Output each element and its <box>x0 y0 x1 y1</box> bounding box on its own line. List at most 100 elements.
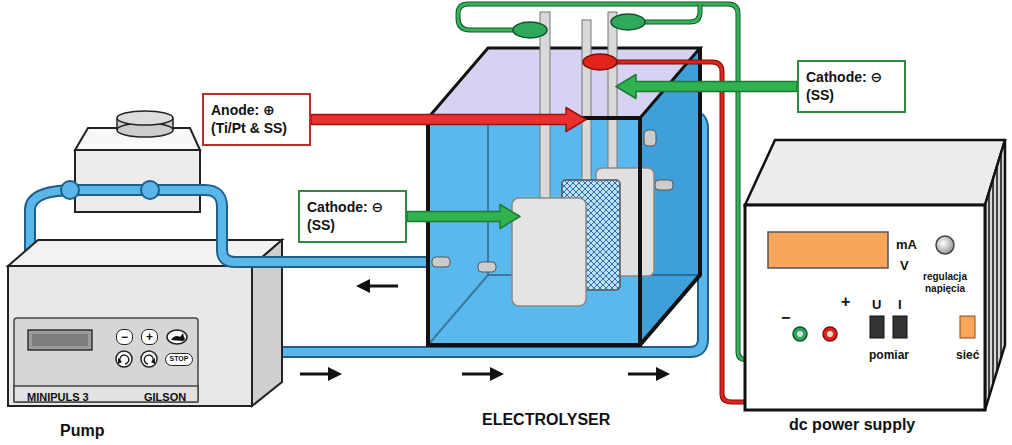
rotate-symbol <box>120 355 129 364</box>
psu-side <box>985 140 1005 410</box>
pump-cap <box>117 111 173 125</box>
label-holder: mA <box>896 235 917 253</box>
psu-top <box>745 140 1005 205</box>
pump-display <box>28 330 92 350</box>
wire-negative <box>642 4 700 22</box>
terminal-sign: + <box>841 292 850 311</box>
psu-fin <box>996 166 998 371</box>
flow-arrow <box>328 367 342 381</box>
cathode-plate <box>512 198 586 306</box>
psu-fin <box>988 192 990 397</box>
label-holder: U <box>872 295 881 313</box>
crocodile-clip <box>583 54 617 70</box>
flow-arrow <box>300 373 330 376</box>
terminal-negative <box>797 331 803 337</box>
callout-arrow <box>407 205 520 229</box>
wire-negative <box>642 4 700 22</box>
terminal-positive <box>827 331 833 337</box>
tank-outline <box>428 118 640 345</box>
electrode-rod <box>608 12 617 172</box>
device-title: Pump <box>60 421 104 440</box>
label-holder: + <box>841 292 850 311</box>
label-holder: V <box>900 256 909 274</box>
rotate-button <box>141 351 157 367</box>
pump-button: STOP <box>165 353 193 366</box>
psu-fin <box>1000 153 1002 358</box>
terminal-negative <box>793 327 807 341</box>
label-holder: Pump <box>60 421 104 440</box>
mains-switch <box>960 316 975 338</box>
tank-outline <box>640 48 700 345</box>
flow-arrow <box>356 279 370 293</box>
psu-fin <box>992 179 994 384</box>
tank-nozzle <box>478 262 496 272</box>
tube <box>75 190 432 262</box>
callout-arrow <box>616 75 797 99</box>
rotate-arrowhead <box>118 358 122 364</box>
terminal-sign: − <box>781 308 790 327</box>
pump-head <box>75 150 200 212</box>
tube-clamp <box>141 181 159 199</box>
pump-display-screen <box>32 334 88 346</box>
unit-label: mA <box>896 237 917 253</box>
brand-label: GILSON <box>144 391 186 404</box>
terminal-positive <box>823 327 837 341</box>
cathode-callout: Cathode: ⊖ (SS) <box>797 60 906 113</box>
label-holder: ELECTROLYSER <box>482 410 610 429</box>
measure-switch <box>870 316 884 338</box>
tank-nozzle <box>432 257 450 267</box>
label-holder: − <box>781 308 790 327</box>
cathode-callout: Cathode: ⊖ (SS) <box>298 190 407 243</box>
tank-back-edge <box>428 275 488 345</box>
electrode-rod <box>582 20 591 184</box>
pump-button: − <box>116 329 133 345</box>
box-text: + <box>145 331 154 343</box>
box-text: Cathode: ⊖ (SS) <box>307 198 397 234</box>
pump-panel <box>14 318 198 402</box>
label-holder: MINIPULS 3 <box>27 387 89 405</box>
control-label: regulacja napięcia <box>913 271 977 295</box>
label-holder: regulacja napięcia <box>913 271 977 296</box>
flow-arrow <box>656 367 670 381</box>
rotate-button <box>116 351 132 367</box>
flow-arrow <box>490 367 504 381</box>
box-text: − <box>120 331 129 343</box>
tube-clamp <box>61 181 79 199</box>
flow-arrow <box>462 373 492 376</box>
label-holder: I <box>898 295 902 313</box>
rabbit-symbol <box>171 333 185 341</box>
label-holder: pomiar <box>869 345 909 363</box>
box-text: Anode: ⊕ (Ti/Pt & SS) <box>211 101 301 137</box>
tank-nozzle <box>644 130 656 146</box>
electrode-rod <box>540 12 550 202</box>
label-holder: GILSON <box>144 387 186 405</box>
pump-button: + <box>141 329 158 345</box>
switch-label: I <box>898 297 902 313</box>
callout-arrow <box>311 108 586 132</box>
flow-arrow <box>628 373 658 376</box>
label-holder: dc power supply <box>789 415 915 434</box>
psu-display <box>768 232 888 268</box>
voltage-knob <box>936 236 954 254</box>
label-holder: sieć <box>956 345 979 363</box>
measure-switch <box>893 316 907 338</box>
tube-outline <box>75 190 432 262</box>
rotate-arrowhead <box>151 358 155 364</box>
control-label: sieć <box>956 348 979 362</box>
device-title: dc power supply <box>789 415 915 434</box>
brand-label: MINIPULS 3 <box>27 391 89 404</box>
anode-callout: Anode: ⊕ (Ti/Pt & SS) <box>202 93 311 146</box>
tank-nozzle <box>655 180 673 190</box>
switch-label: U <box>872 297 881 313</box>
device-title: ELECTROLYSER <box>482 410 610 429</box>
control-label: pomiar <box>869 348 909 362</box>
box-text: Cathode: ⊖ (SS) <box>806 68 896 104</box>
rotate-symbol <box>144 355 153 364</box>
crocodile-clip <box>513 22 547 38</box>
psu-front <box>745 205 985 410</box>
unit-label: V <box>900 258 909 274</box>
pump-front <box>8 266 252 406</box>
box-text: STOP <box>169 355 189 363</box>
flow-arrow <box>368 285 398 288</box>
